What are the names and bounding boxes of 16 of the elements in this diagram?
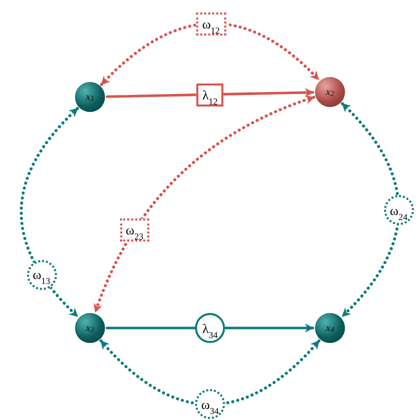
- node-label: x$_{4}$: [326, 322, 334, 336]
- arrow: [340, 102, 400, 318]
- edge-label: ω$_{23}$: [120, 218, 150, 242]
- edge-label: ω$_{24}$: [384, 195, 414, 225]
- arrow: [100, 339, 320, 406]
- arrow: [94, 96, 316, 314]
- node-label: x$_{3}$: [86, 322, 94, 336]
- edge-label: ω$_{34}$: [195, 389, 225, 420]
- arrow: [100, 22, 320, 86]
- node-label: x$_{1}$: [86, 90, 94, 104]
- edge-label: λ$_{34}$: [195, 313, 225, 343]
- node-label: x$_{2}$: [326, 86, 334, 100]
- edge-label: ω$_{13}$: [26, 260, 57, 290]
- arrow: [20, 107, 80, 318]
- edge-label: ω$_{12}$: [196, 12, 226, 35]
- edge-label: λ$_{12}$: [196, 83, 224, 106]
